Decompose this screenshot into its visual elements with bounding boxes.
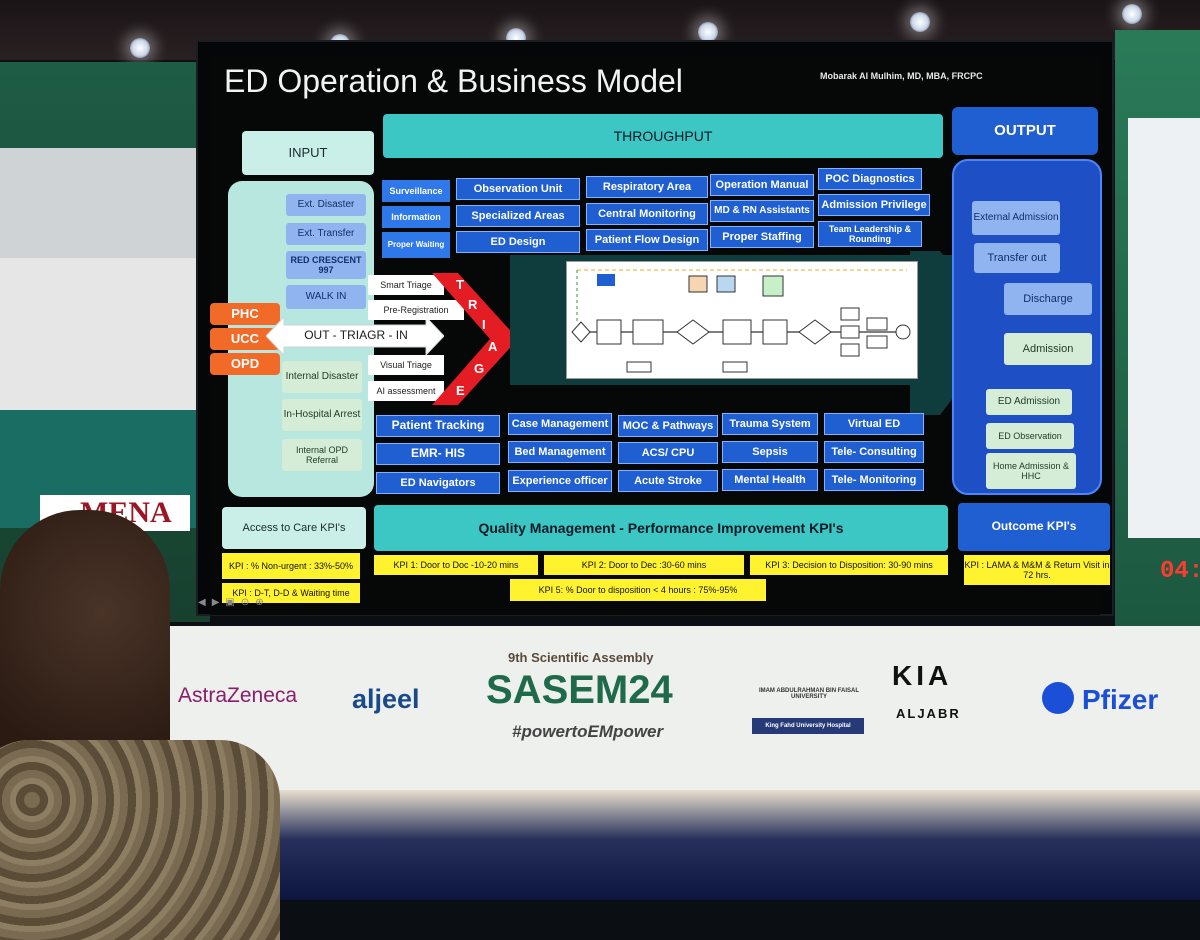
stage-light bbox=[1122, 4, 1142, 24]
throughput-item: Central Monitoring bbox=[586, 203, 708, 225]
kpi-label: KPI : % Non-urgent : 33%-50% bbox=[222, 553, 360, 579]
kpi-label: KPI 1: Door to Doc -10-20 mins bbox=[374, 555, 538, 575]
input-item: Ext. Transfer bbox=[286, 223, 366, 245]
throughput-item: Trauma System bbox=[722, 413, 818, 435]
side-screen-left: are bbox=[0, 148, 198, 528]
process-flowchart bbox=[566, 261, 918, 379]
slideshow-controls[interactable]: ◀▶▣⊙⊕ bbox=[198, 597, 270, 608]
slide-author: Mobarak Al Mulhim, MD, MBA, FRCPC bbox=[820, 71, 983, 81]
throughput-item: Surveillance bbox=[382, 180, 450, 202]
triage-letter: I bbox=[482, 317, 486, 332]
output-item: Transfer out bbox=[974, 243, 1060, 273]
throughput-item: ED Navigators bbox=[376, 472, 500, 494]
stage-light bbox=[910, 12, 930, 32]
stage-light bbox=[130, 38, 150, 58]
sponsor-logo: AstraZeneca bbox=[178, 684, 298, 707]
presentation-slide: ED Operation & Business Model Mobarak Al… bbox=[198, 55, 1110, 615]
slide-title: ED Operation & Business Model bbox=[224, 63, 683, 99]
referral-source: PHC bbox=[210, 303, 280, 325]
output-item: External Admission bbox=[972, 201, 1060, 235]
output-item: Admission bbox=[1004, 333, 1092, 365]
triage-letter: R bbox=[468, 297, 478, 312]
input-item: WALK IN bbox=[286, 285, 366, 309]
access-kpi-header: Access to Care KPI's bbox=[222, 507, 366, 549]
flowchart-diagram-icon bbox=[571, 269, 911, 373]
kpi-label: KPI 3: Decision to Disposition: 30-90 mi… bbox=[750, 555, 948, 575]
event-line: 9th Scientific Assembly bbox=[508, 650, 654, 665]
throughput-item: Patient Flow Design bbox=[586, 229, 708, 251]
triage-letter: T bbox=[456, 277, 464, 292]
throughput-item: Bed Management bbox=[508, 441, 612, 463]
output-header: OUTPUT bbox=[952, 107, 1098, 155]
admission-item: ED Admission bbox=[986, 389, 1072, 415]
side-screen-right bbox=[1128, 118, 1200, 538]
internal-item: Internal OPD Referral bbox=[282, 439, 362, 471]
out-triage-in-label: OUT - TRIAGR - IN bbox=[304, 328, 408, 343]
throughput-item: Proper Staffing bbox=[710, 226, 814, 248]
kpi-label: KPI : LAMA & M&M & Return Visit in 72 hr… bbox=[964, 555, 1110, 585]
sponsor-logo: ALJABR bbox=[896, 706, 961, 721]
output-item: Discharge bbox=[1004, 283, 1092, 315]
referral-source: OPD bbox=[210, 353, 280, 375]
throughput-item: ACS/ CPU bbox=[618, 442, 718, 464]
internal-item: Internal Disaster bbox=[282, 361, 362, 393]
sponsor-logo: Pfizer bbox=[1082, 684, 1159, 715]
triage-option: Visual Triage bbox=[368, 355, 444, 375]
throughput-item: Observation Unit bbox=[456, 178, 580, 200]
triage-option: AI assessment bbox=[368, 381, 444, 401]
input-item: RED CRESCENT 997 bbox=[286, 251, 366, 279]
triage-letter: E bbox=[456, 383, 465, 398]
throughput-item: Mental Health bbox=[722, 469, 818, 491]
throughput-item: Operation Manual bbox=[710, 174, 814, 196]
triage-letter: G bbox=[474, 361, 485, 376]
throughput-item: Sepsis bbox=[722, 441, 818, 463]
throughput-item: MD & RN Assistants bbox=[710, 200, 814, 222]
event-hashtag: #powertoEMpower bbox=[512, 722, 664, 741]
event-name: SASEM24 bbox=[486, 668, 673, 712]
kpi-label: KPI 2: Door to Dec :30-60 mins bbox=[544, 555, 744, 575]
referral-source: UCC bbox=[210, 328, 280, 350]
throughput-item: Specialized Areas bbox=[456, 205, 580, 227]
throughput-item: Acute Stroke bbox=[618, 470, 718, 492]
pfizer-mark-icon bbox=[1042, 682, 1074, 714]
stage-light bbox=[698, 22, 718, 42]
admission-item: ED Observation bbox=[986, 423, 1074, 449]
bidirectional-arrow-icon bbox=[266, 317, 444, 355]
throughput-item: Case Management bbox=[508, 413, 612, 435]
triage-option: Smart Triage bbox=[368, 275, 444, 295]
sponsor-logo: aljeel bbox=[352, 684, 420, 714]
throughput-item: ED Design bbox=[456, 231, 580, 253]
throughput-item: Tele- Monitoring bbox=[824, 469, 924, 491]
throughput-item: EMR- HIS bbox=[376, 443, 500, 465]
throughput-item: Tele- Consulting bbox=[824, 441, 924, 463]
throughput-item: Admission Privilege bbox=[818, 194, 930, 216]
admission-item: Home Admission & HHC bbox=[986, 453, 1076, 489]
throughput-item: Team Leadership & Rounding bbox=[818, 221, 922, 247]
hospital-line: King Fahd University Hospital bbox=[752, 718, 864, 734]
throughput-item: MOC & Pathways bbox=[618, 415, 718, 437]
countdown-timer: 04: bbox=[1160, 558, 1200, 585]
throughput-item: Information bbox=[382, 206, 450, 228]
kpi-label: KPI 5: % Door to disposition < 4 hours :… bbox=[510, 579, 766, 601]
triage-letter: A bbox=[488, 339, 498, 354]
input-header: INPUT bbox=[242, 131, 374, 175]
input-item: Ext. Disaster bbox=[286, 194, 366, 216]
throughput-item: Virtual ED bbox=[824, 413, 924, 435]
throughput-item: Respiratory Area bbox=[586, 176, 708, 198]
sponsor-banner: AstraZeneca aljeel 9th Scientific Assemb… bbox=[130, 626, 1200, 790]
throughput-header: THROUGHPUT bbox=[383, 114, 943, 158]
quality-kpi-header: Quality Management - Performance Improve… bbox=[374, 505, 948, 551]
triage-chevron-icon bbox=[432, 273, 518, 405]
internal-item: In-Hospital Arrest bbox=[282, 399, 362, 431]
throughput-item: Experience officer bbox=[508, 470, 612, 492]
throughput-item: POC Diagnostics bbox=[818, 168, 922, 190]
sponsor-logo: KIA bbox=[892, 660, 953, 691]
outcome-kpi-header: Outcome KPI's bbox=[958, 503, 1110, 551]
throughput-item: Patient Tracking bbox=[376, 415, 500, 437]
triage-option: Pre-Registration bbox=[368, 300, 464, 320]
kpi-label: KPI : D-T, D-D & Waiting time bbox=[222, 583, 360, 603]
university-line: IMAM ABDULRAHMAN BIN FAISAL UNIVERSITY bbox=[758, 688, 860, 700]
audience-member-shoulder bbox=[0, 740, 280, 940]
throughput-item: Proper Waiting bbox=[382, 232, 450, 258]
